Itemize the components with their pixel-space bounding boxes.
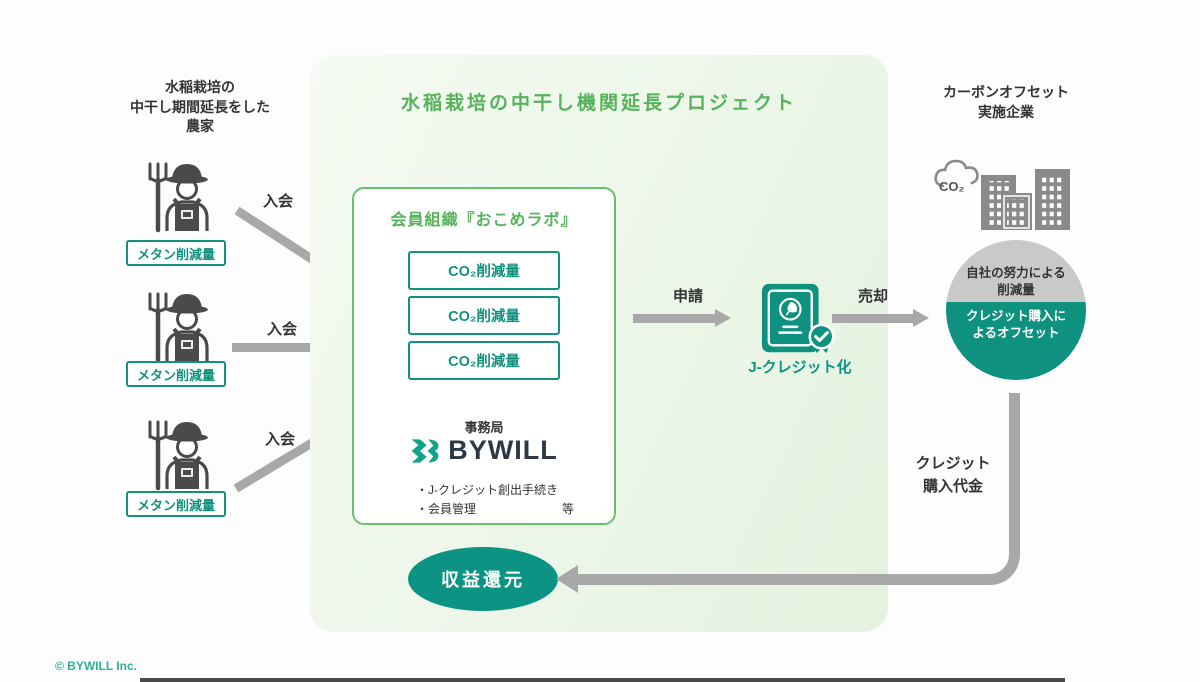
company-group-header: カーボンオフセット 実施企業 bbox=[943, 84, 1069, 120]
join-arrow-label: 入会 bbox=[264, 431, 295, 448]
secretariat-label: 事務局 bbox=[464, 420, 504, 435]
methane-badge: メタン削減量 bbox=[126, 361, 226, 387]
bywill-logo: BYWILL bbox=[354, 435, 614, 466]
duty-item: ・会員管理 bbox=[416, 501, 477, 516]
farmer-icon bbox=[148, 420, 209, 491]
co2-cloud-icon: CO₂ bbox=[934, 159, 979, 194]
profit-return-badge: 収益還元 bbox=[408, 547, 558, 611]
duties-etc: 等 bbox=[561, 501, 574, 516]
co2-reduction-box: CO₂削減量 bbox=[408, 341, 560, 380]
member-org-box: 会員組織『おこめラボ』 CO₂削減量 CO₂削減量 CO₂削減量 事務局 BYW… bbox=[352, 187, 616, 525]
duty-item: ・J-クレジット創出手続き bbox=[416, 483, 558, 497]
circle-own-effort-label: 自社の努力による 削減量 bbox=[946, 240, 1086, 302]
join-arrow bbox=[232, 338, 329, 356]
sell-arrow bbox=[832, 309, 929, 327]
apply-arrow bbox=[633, 309, 731, 327]
farmers-group-header: 水稲栽培の 中干し期間延長をした 農家 bbox=[130, 79, 270, 135]
join-arrow-label: 入会 bbox=[262, 193, 293, 210]
project-title: 水稲栽培の中干し機関延長プロジェクト bbox=[400, 93, 797, 114]
member-org-title: 会員組織『おこめラボ』 bbox=[390, 212, 578, 229]
join-arrow bbox=[234, 206, 320, 267]
svg-text:CO₂: CO₂ bbox=[939, 179, 965, 194]
offset-circle: 自社の努力による 削減量 クレジット購入に よるオフセット bbox=[946, 240, 1086, 380]
bywill-logo-mark-icon bbox=[411, 438, 439, 463]
bottom-bar bbox=[140, 678, 1065, 682]
farmer-icon bbox=[148, 292, 209, 363]
duties-list: ・J-クレジット創出手続き ・会員管理 等 bbox=[416, 481, 574, 518]
farmer-icon bbox=[148, 162, 209, 233]
join-arrow-label: 入会 bbox=[266, 321, 297, 338]
co2-reduction-box: CO₂削減量 bbox=[408, 251, 560, 290]
company-buildings-icon: CO₂ bbox=[934, 159, 1070, 230]
copyright: © BYWILL Inc. bbox=[55, 659, 137, 673]
methane-badge: メタン削減量 bbox=[126, 491, 226, 517]
credit-payment-arrowhead bbox=[556, 565, 578, 593]
jcredit-certificate-icon bbox=[761, 283, 835, 354]
sell-label: 売却 bbox=[857, 288, 888, 305]
apply-label: 申請 bbox=[672, 288, 703, 305]
co2-reduction-box: CO₂削減量 bbox=[408, 296, 560, 335]
methane-badge: メタン削減量 bbox=[126, 240, 226, 266]
circle-credit-offset-label: クレジット購入に よるオフセット bbox=[946, 302, 1086, 380]
bywill-logo-text: BYWILL bbox=[448, 435, 558, 465]
credit-payment-label: クレジット 購入代金 bbox=[915, 455, 991, 495]
jcredit-label: J-クレジット化 bbox=[748, 359, 852, 376]
